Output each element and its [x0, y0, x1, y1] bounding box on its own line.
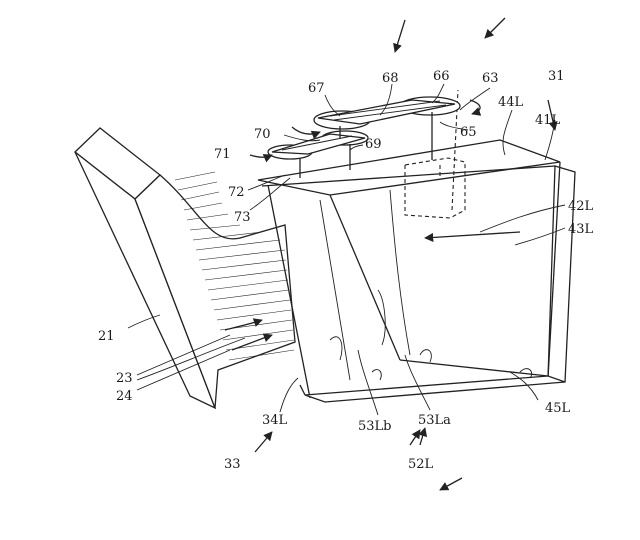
label-73: 73	[234, 210, 251, 225]
label-53Lb: 53Lb	[358, 419, 392, 434]
label-41L: 41L	[535, 113, 561, 128]
leader-lines	[127, 83, 566, 416]
heat-exchanger-21	[74, 127, 296, 410]
label-31: 31	[548, 69, 565, 84]
housing-31	[257, 139, 576, 403]
label-65: 65	[460, 125, 477, 140]
label-72: 72	[228, 185, 245, 200]
label-21: 21	[98, 329, 115, 344]
label-67: 67	[308, 81, 325, 96]
label-34L: 34L	[262, 413, 288, 428]
label-42L: 42L	[568, 199, 594, 214]
label-45L: 45L	[545, 401, 571, 416]
label-44L: 44L	[498, 95, 524, 110]
label-53La: 53La	[418, 413, 451, 428]
label-43L: 43L	[568, 222, 594, 237]
label-23: 23	[116, 371, 133, 386]
label-68: 68	[382, 71, 399, 86]
label-52L: 52L	[408, 457, 434, 472]
label-69: 69	[365, 137, 382, 152]
label-71: 71	[214, 147, 231, 162]
drive-belt-assembly	[267, 96, 461, 178]
flow-arrows	[224, 17, 558, 491]
fins	[174, 171, 295, 361]
label-33: 33	[224, 457, 241, 472]
reference-labels: 31 41L 44L 63 66 68 67 65 70 69 71 72 73…	[98, 69, 594, 472]
label-24: 24	[116, 389, 133, 404]
label-66: 66	[433, 69, 450, 84]
label-70: 70	[254, 127, 271, 142]
label-63: 63	[482, 71, 499, 86]
